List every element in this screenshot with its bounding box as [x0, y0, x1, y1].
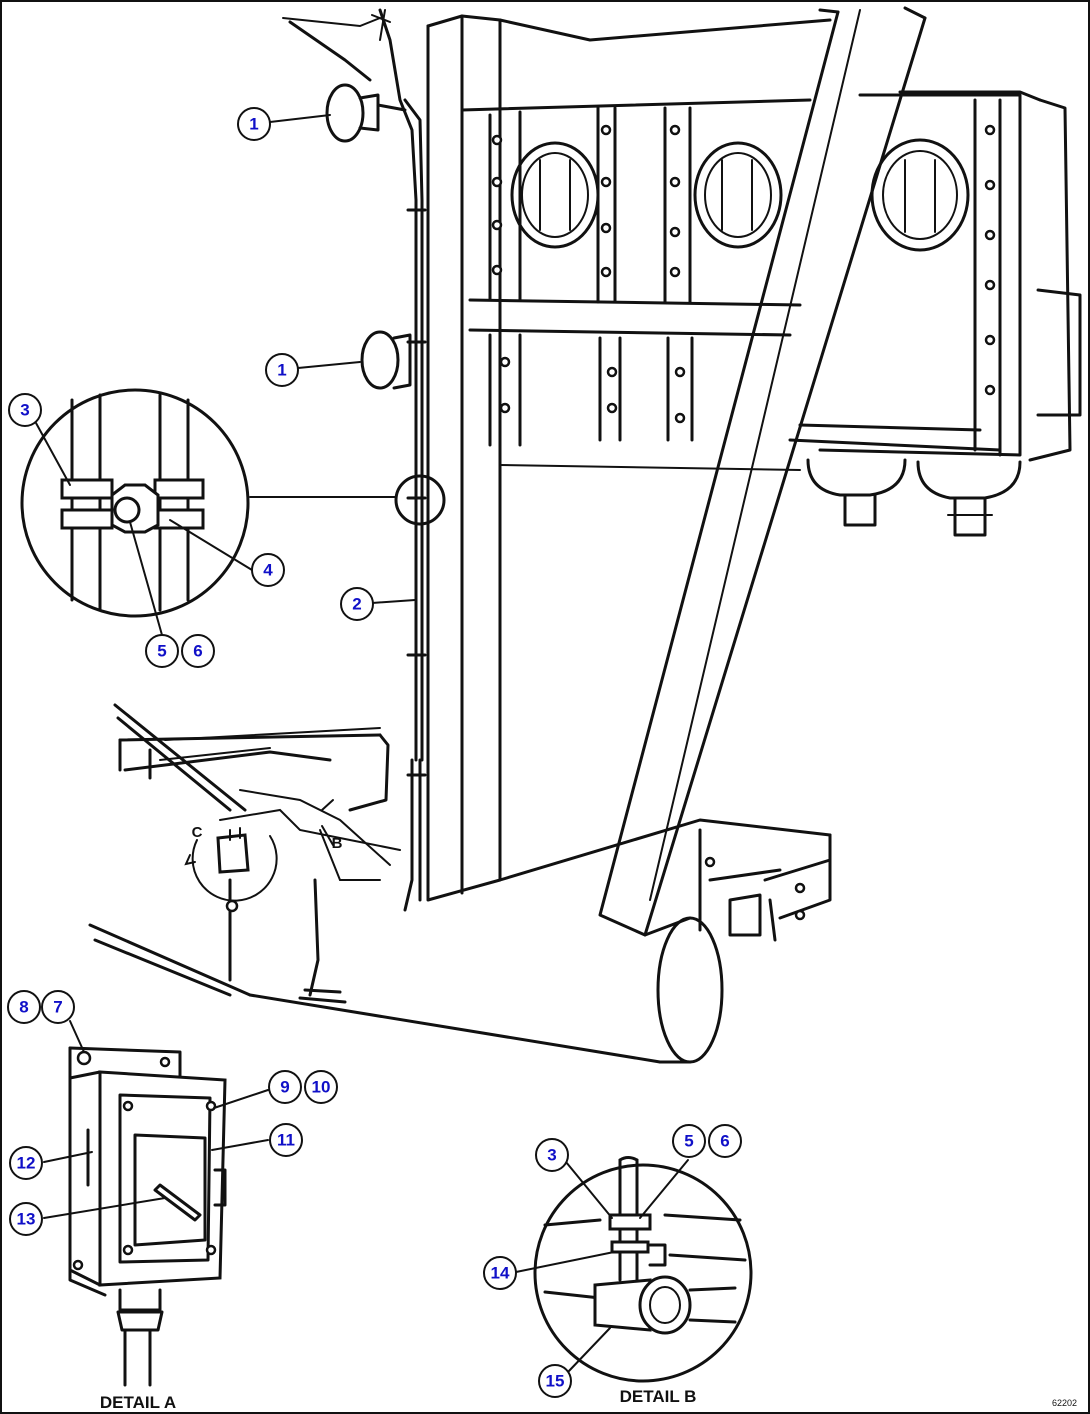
callout-6-detail: 6	[181, 634, 215, 668]
horns	[325, 83, 412, 390]
tanks	[806, 458, 1022, 537]
lower-wiring: C B	[184, 733, 401, 1004]
callout-5-detail-b: 5	[672, 1124, 706, 1158]
callout-9: 9	[268, 1070, 302, 1104]
callout-1-upper: 1	[237, 107, 271, 141]
frame-bolts	[491, 124, 996, 424]
detail-a-caption: DETAIL A	[100, 1393, 176, 1412]
callout-1-lower: 1	[265, 353, 299, 387]
upper-frame	[460, 18, 1042, 471]
svg-text:1: 1	[277, 361, 286, 380]
svg-text:11: 11	[277, 1131, 295, 1150]
callout-3-detail-b: 3	[535, 1138, 569, 1172]
detail-b-caption: DETAIL B	[620, 1387, 697, 1406]
detail-a-drawing	[68, 1046, 227, 1387]
svg-text:12: 12	[17, 1154, 36, 1173]
callout-3-detail: 3	[8, 393, 42, 427]
wiring-harness	[371, 8, 446, 912]
svg-text:6: 6	[193, 642, 202, 661]
svg-text:5: 5	[684, 1132, 693, 1151]
diagonal-beam	[598, 6, 927, 937]
detail-b-drawing	[533, 1156, 753, 1383]
svg-text:3: 3	[547, 1146, 556, 1165]
svg-text:5: 5	[157, 642, 166, 661]
svg-text:4: 4	[263, 561, 273, 580]
svg-text:2: 2	[352, 595, 361, 614]
callout-12: 12	[9, 1146, 43, 1180]
callout-15: 15	[538, 1364, 572, 1398]
clamp-detail-circle	[20, 388, 397, 618]
svg-text:3: 3	[20, 401, 29, 420]
callout-2: 2	[340, 587, 374, 621]
svg-text:6: 6	[720, 1132, 729, 1151]
callout-10: 10	[304, 1070, 338, 1104]
view-letter-c: C	[192, 824, 203, 841]
callout-6-detail-b: 6	[708, 1124, 742, 1158]
view-letter-b: B	[332, 835, 343, 852]
svg-text:13: 13	[17, 1210, 36, 1229]
callout-5-detail: 5	[145, 634, 179, 668]
svg-text:7: 7	[53, 998, 62, 1017]
svg-text:15: 15	[546, 1372, 565, 1391]
callout-7: 7	[41, 990, 75, 1024]
svg-text:9: 9	[280, 1078, 289, 1097]
lower-frame	[88, 703, 832, 1064]
svg-text:14: 14	[491, 1264, 510, 1283]
portholes	[510, 138, 970, 252]
svg-text:8: 8	[19, 998, 28, 1017]
leader-lines	[35, 114, 689, 1373]
right-box	[788, 93, 1082, 462]
callout-13: 13	[9, 1202, 43, 1236]
drawing-code: 62202	[1052, 1398, 1077, 1408]
callout-11: 11	[269, 1123, 303, 1157]
callout-14: 14	[483, 1256, 517, 1290]
callout-4: 4	[251, 553, 285, 587]
svg-text:10: 10	[312, 1078, 331, 1097]
callout-8: 8	[7, 990, 41, 1024]
svg-text:1: 1	[249, 115, 258, 134]
upright-column	[282, 14, 502, 902]
